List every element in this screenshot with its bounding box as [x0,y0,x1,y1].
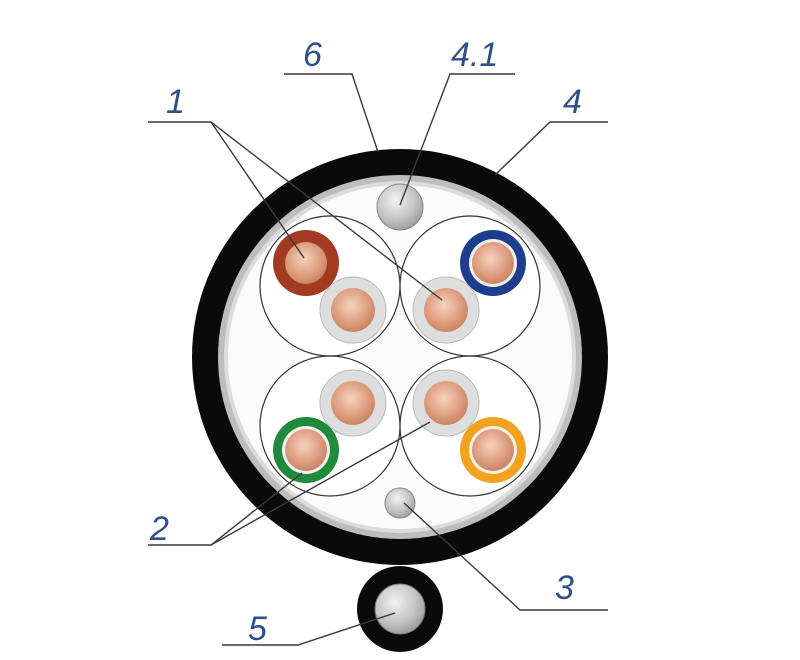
leader-line-5 [222,612,396,646]
callout-label-4-1: 4.1 [451,36,498,74]
callout-label-2: 2 [149,510,169,548]
leader-line-3 [403,502,608,611]
white-green-conductor-copper [331,381,375,425]
callout-label-5: 5 [248,610,267,648]
callout-label-3: 3 [555,569,574,607]
shield-drain-wire [376,183,424,231]
white-orange-conductor-copper [424,381,468,425]
callout-label-4: 4 [563,83,582,121]
leader-line-6 [284,73,379,153]
callout-label-6: 6 [303,36,322,74]
leader-line-4 [494,121,608,176]
orange-conductor-copper [472,429,514,471]
messenger-wire [374,583,426,635]
leader-line-1b [210,121,443,301]
drain-wire [384,487,416,519]
blue-conductor-copper-core [472,242,514,284]
leader-line-2b [210,421,431,546]
leader-line-4-1 [399,73,515,206]
white-brown-conductor-copper [331,288,375,332]
green-conductor-copper [285,429,327,471]
brown-conductor-copper [285,242,327,284]
callout-label-1: 1 [166,83,185,121]
white-blue-conductor-copper [424,288,468,332]
